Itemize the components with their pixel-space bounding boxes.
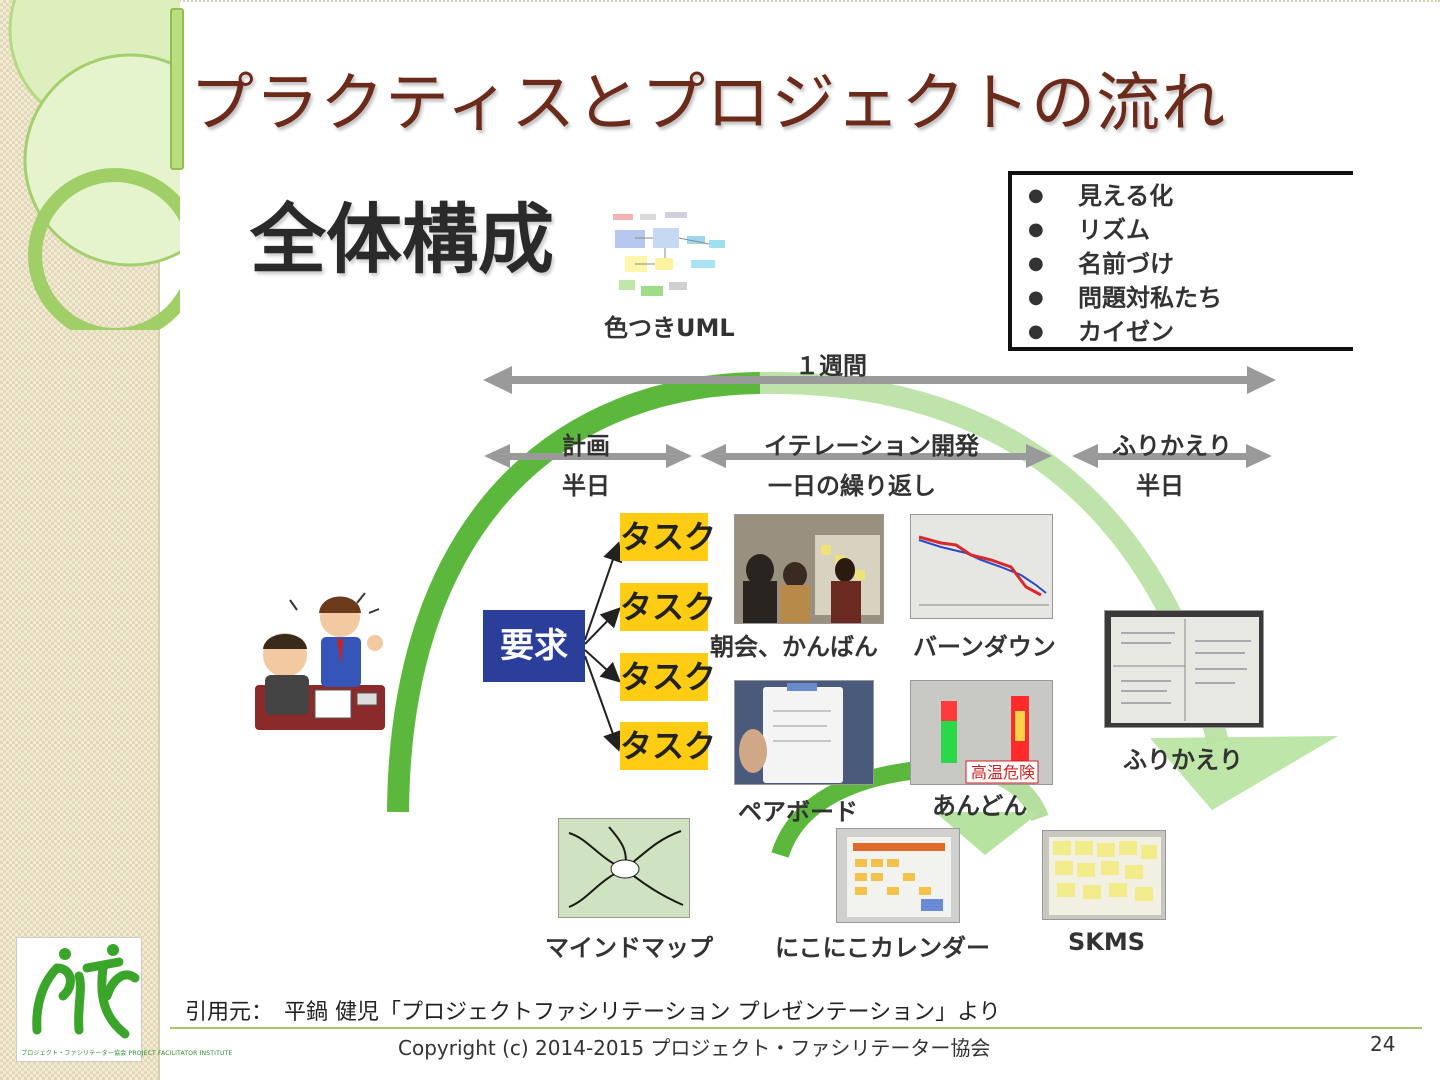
andon-label: あんどん bbox=[932, 792, 1028, 820]
legend-item-label: カイゼン bbox=[1078, 318, 1174, 346]
uml-label: 色つきUML bbox=[604, 314, 735, 342]
bullet-icon: ● bbox=[1028, 185, 1044, 206]
morning-meeting-photo bbox=[734, 514, 884, 624]
requirement-box: 要求 bbox=[483, 610, 585, 682]
week-arrow bbox=[483, 366, 1276, 394]
decorative-circles bbox=[8, 0, 180, 330]
practice-legend-box: ● 見える化 ● リズム ● 名前づけ ● 問題対私たち ● カイゼン bbox=[1008, 171, 1353, 351]
green-flow-arc bbox=[387, 372, 761, 813]
logo-caption: プロジェクト・ファシリテーター協会 PROJECT FACILITATOR IN… bbox=[21, 1050, 233, 1057]
legend-item: ● 名前づけ bbox=[1028, 247, 1353, 281]
legend-item-label: 見える化 bbox=[1078, 182, 1174, 210]
iteration-label: イテレーション開発 bbox=[764, 432, 980, 460]
organization-logo: プロジェクト・ファシリテーター協会 PROJECT FACILITATOR IN… bbox=[16, 937, 232, 1062]
niko-niko-calendar-photo bbox=[836, 828, 960, 923]
citation: 引用元： 平鍋 健児「プロジェクトファシリテーション プレゼンテーション」より bbox=[185, 1000, 1001, 1025]
pair-board-label: ペアボード bbox=[738, 798, 858, 826]
legend-item: ● 問題対私たち bbox=[1028, 281, 1353, 315]
slide-title: プラクティスとプロジェクトの流れ bbox=[190, 67, 1227, 141]
iteration-duration: 一日の繰り返し bbox=[768, 472, 936, 500]
retro-label: ふりかえり bbox=[1112, 432, 1232, 460]
legend-item: ● リズム bbox=[1028, 213, 1353, 247]
page-number: 24 bbox=[1370, 1032, 1396, 1056]
copyright: Copyright (c) 2014-2015 プロジェクト・ファシリテーター協… bbox=[398, 1036, 991, 1060]
andon-sign-text: 高温危険 bbox=[971, 763, 1035, 782]
burndown-label: バーンダウン bbox=[913, 633, 1056, 661]
week-label: １週間 bbox=[795, 352, 867, 380]
andon-lamp-photo: 高温危険 bbox=[910, 680, 1053, 785]
bullet-icon: ● bbox=[1028, 219, 1044, 240]
bullet-icon: ● bbox=[1028, 253, 1044, 274]
niko-niko-label: にこにこカレンダー bbox=[775, 934, 991, 962]
skms-board-photo bbox=[1042, 830, 1166, 920]
retro-photo-label: ふりかえり bbox=[1123, 746, 1243, 774]
pfi-logo-icon bbox=[32, 944, 140, 1039]
green-arrowhead bbox=[1150, 736, 1338, 810]
retro-duration: 半日 bbox=[1136, 472, 1184, 500]
task-box: タスク bbox=[620, 513, 716, 561]
task-box: タスク bbox=[620, 583, 716, 631]
plan-duration: 半日 bbox=[562, 472, 610, 500]
plan-label: 計画 bbox=[562, 432, 610, 460]
legend-item-label: リズム bbox=[1078, 216, 1150, 244]
uml-diagram-thumbnail bbox=[613, 212, 725, 296]
overview-heading: 全体構成 bbox=[250, 195, 554, 284]
task-box: タスク bbox=[620, 653, 716, 701]
skms-label: SKMS bbox=[1068, 928, 1146, 956]
mind-map-label: マインドマップ bbox=[545, 934, 713, 962]
legend-item-label: 問題対私たち bbox=[1078, 284, 1222, 312]
burndown-chart-photo bbox=[910, 514, 1053, 619]
top-border bbox=[160, 0, 1440, 3]
phase-arrows bbox=[484, 444, 1272, 468]
bullet-icon: ● bbox=[1028, 321, 1044, 342]
task-box: タスク bbox=[620, 722, 716, 770]
bullet-icon: ● bbox=[1028, 287, 1044, 308]
mind-map-photo bbox=[558, 818, 690, 918]
customer-meeting-illustration bbox=[255, 592, 385, 730]
pair-board-photo bbox=[734, 680, 874, 785]
title-accent-bar bbox=[170, 8, 184, 170]
retrospective-board-photo bbox=[1104, 610, 1264, 728]
legend-item: ● カイゼン bbox=[1028, 315, 1353, 349]
legend-item: ● 見える化 bbox=[1028, 179, 1353, 213]
legend-item-label: 名前づけ bbox=[1078, 250, 1174, 278]
morning-kanban-label: 朝会、かんばん bbox=[710, 633, 878, 661]
footer-divider bbox=[170, 1027, 1422, 1029]
